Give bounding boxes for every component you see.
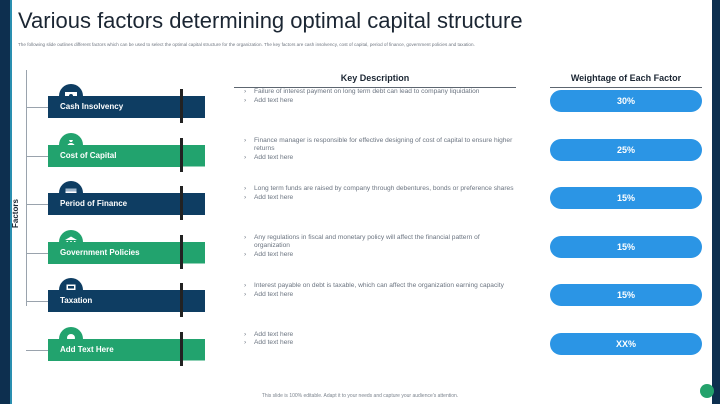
right-accent-bar <box>712 0 720 404</box>
description-bullet: Add text here <box>244 251 514 260</box>
factor-post <box>180 186 183 220</box>
weightage-pill: 25% <box>550 138 702 161</box>
description-bullet: Add text here <box>244 331 514 340</box>
description-bullet: Add text here <box>244 291 514 300</box>
weightage-pill: 15% <box>550 284 702 306</box>
factor-label: Period of Finance <box>48 193 182 215</box>
factor-row-cash-insolvency: Cash Insolvency Failure of interest payme… <box>0 84 720 128</box>
factor-post <box>180 137 183 172</box>
factors-axis-line <box>26 70 27 306</box>
factor-post <box>180 234 183 269</box>
factor-post <box>180 331 183 366</box>
factor-description: Interest payable on debt is taxable, whi… <box>244 282 514 299</box>
weightage-pill: 15% <box>550 187 702 209</box>
factor-post <box>180 89 183 123</box>
factor-row-cost-of-capital: Cost of Capital Finance manager is respon… <box>0 132 720 177</box>
left-accent-stripe <box>10 0 12 404</box>
description-bullet: Interest payable on debt is taxable, whi… <box>244 282 514 291</box>
axis-connector <box>26 204 48 205</box>
description-bullet: Failure of interest payment on long term… <box>244 88 514 97</box>
factor-tag-edge <box>183 144 205 167</box>
factor-description: Long term funds are raised by company th… <box>244 185 514 202</box>
slide-title: Various factors determining optimal capi… <box>18 8 523 33</box>
axis-connector <box>26 107 48 108</box>
description-bullet: Any regulations in fiscal and monetary p… <box>244 234 514 251</box>
description-bullet: Add text here <box>244 339 514 348</box>
left-accent-bar <box>0 0 10 404</box>
axis-connector <box>26 252 48 254</box>
weightage-underline <box>550 87 702 88</box>
weightage-pill: 15% <box>550 235 702 258</box>
weightage-pill: XX% <box>550 332 702 355</box>
factor-label: Add Text Here <box>48 338 182 361</box>
description-bullet: Finance manager is responsible for effec… <box>244 137 514 154</box>
axis-connector <box>26 155 48 157</box>
axis-connector <box>26 301 48 302</box>
factor-tag-edge <box>183 338 205 361</box>
corner-dot <box>700 384 714 398</box>
factor-row-taxation: Taxation Interest payable on debt is taxa… <box>0 278 720 322</box>
factor-tag-edge <box>183 96 205 118</box>
factor-tag-edge <box>183 193 205 215</box>
factor-tag-edge <box>183 290 205 312</box>
factor-row-government-policies: Government Policies Any regulations in fi… <box>0 229 720 274</box>
factor-label: Cash Insolvency <box>48 96 182 118</box>
description-bullet: Add text here <box>244 194 514 203</box>
factor-post <box>180 283 183 317</box>
factor-row-add-text-here: Add Text Here Add text hereAdd text here X… <box>0 326 720 371</box>
footer-note: This slide is 100% editable. Adapt it to… <box>261 393 459 399</box>
factor-description: Any regulations in fiscal and monetary p… <box>244 234 514 260</box>
factor-label: Cost of Capital <box>48 144 182 167</box>
weightage-pill: 30% <box>550 90 702 112</box>
description-bullet: Add text here <box>244 154 514 163</box>
axis-connector <box>26 349 48 351</box>
factor-row-period-of-finance: Period of Finance Long term funds are rai… <box>0 181 720 225</box>
slide-subtitle: The following slide outlines different f… <box>18 42 475 47</box>
factor-description: Failure of interest payment on long term… <box>244 88 514 105</box>
weightage-header: Weightage of Each Factor <box>570 73 682 83</box>
factor-description: Finance manager is responsible for effec… <box>244 137 514 163</box>
factor-label: Taxation <box>48 290 182 312</box>
key-description-header: Key Description <box>340 73 410 83</box>
factor-tag-edge <box>183 241 205 264</box>
description-bullet: Long term funds are raised by company th… <box>244 185 514 194</box>
factor-label: Government Policies <box>48 241 182 264</box>
description-bullet: Add text here <box>244 97 514 106</box>
factor-description: Add text hereAdd text here <box>244 331 514 348</box>
